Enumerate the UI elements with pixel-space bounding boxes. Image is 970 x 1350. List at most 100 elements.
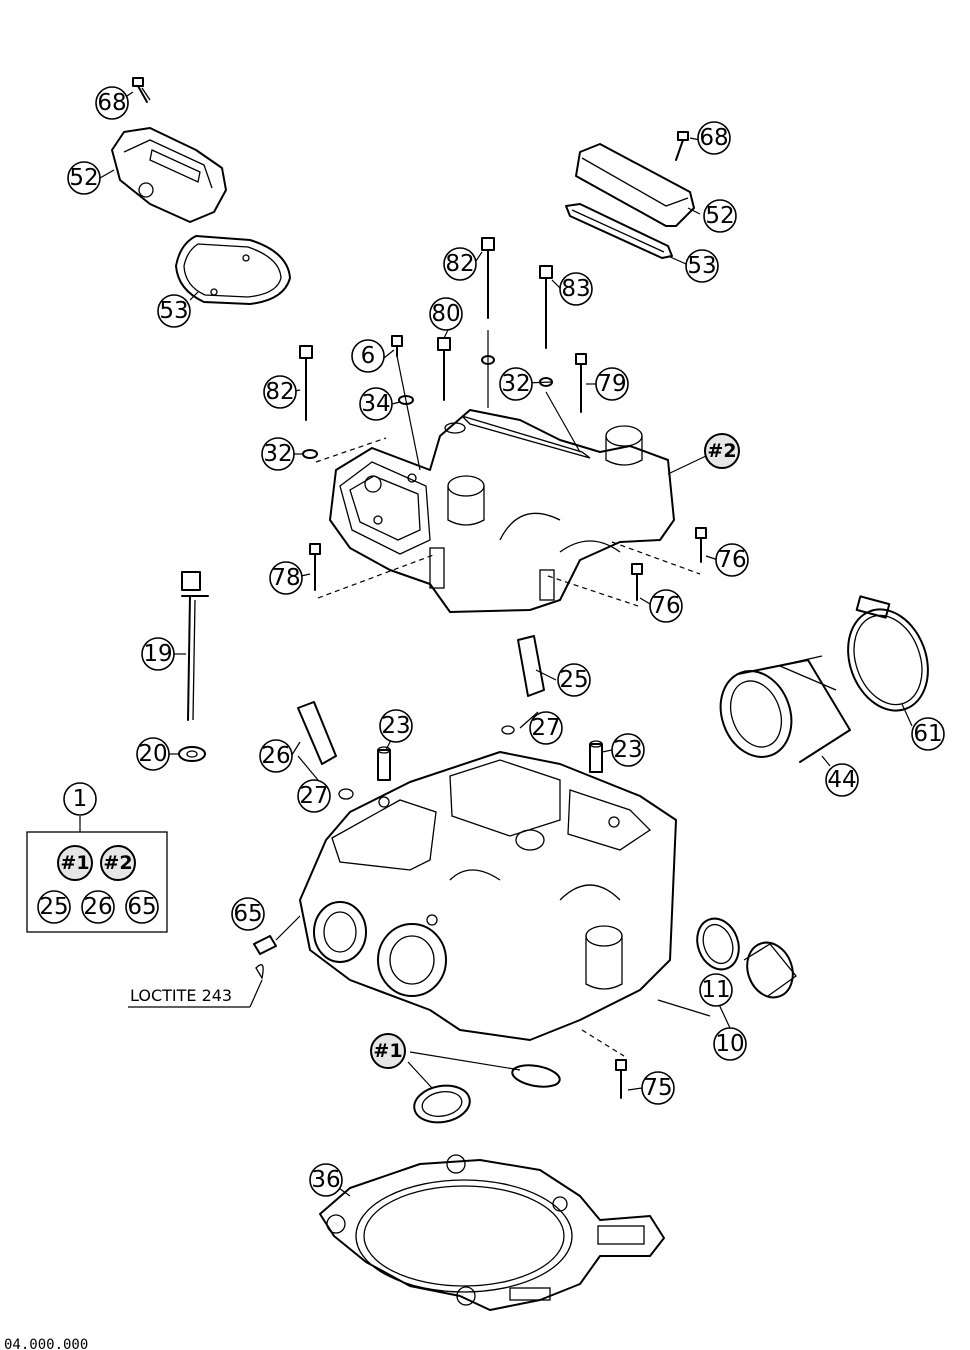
- svg-text:83: 83: [561, 276, 590, 302]
- kit-subassembly-1: #1: [57, 845, 93, 881]
- callout-44: 44: [825, 763, 859, 797]
- svg-text:#1: #1: [60, 852, 89, 874]
- svg-text:6: 6: [361, 343, 376, 369]
- svg-text:53: 53: [159, 298, 188, 324]
- bolt-80: [437, 337, 451, 401]
- svg-text:23: 23: [613, 737, 642, 763]
- svg-text:27: 27: [299, 783, 328, 809]
- callout-68-right: 68: [697, 121, 731, 155]
- svg-text:20: 20: [138, 741, 167, 767]
- svg-text:80: 80: [431, 301, 460, 327]
- callout-27-upper: 27: [529, 711, 563, 745]
- bolt-78: [309, 543, 321, 591]
- svg-text:52: 52: [705, 203, 734, 229]
- svg-text:65: 65: [127, 894, 156, 920]
- callout-25-upper: 25: [557, 663, 591, 697]
- callout-53-right: 53: [685, 249, 719, 283]
- plug-65: [253, 935, 277, 980]
- callout-68-left: 68: [95, 86, 129, 120]
- callout-27-lower: 27: [297, 779, 331, 813]
- callout-1: 1: [63, 782, 97, 816]
- repair-kit-box: [26, 831, 168, 933]
- svg-text:32: 32: [263, 441, 292, 467]
- svg-text:79: 79: [597, 371, 626, 397]
- lead-75: [581, 1029, 625, 1057]
- callout-20: 20: [136, 737, 170, 771]
- svg-text:19: 19: [143, 641, 172, 667]
- svg-text:#2: #2: [103, 852, 132, 874]
- callout-75: 75: [641, 1071, 675, 1105]
- svg-text:65: 65: [233, 901, 262, 927]
- bolt-76-left: [631, 563, 643, 601]
- dowel-23-right: [589, 740, 603, 773]
- kit-callout-65: 65: [125, 890, 159, 924]
- callout-11: 11: [699, 973, 733, 1007]
- callout-79: 79: [595, 367, 629, 401]
- callout-19: 19: [141, 637, 175, 671]
- svg-text:34: 34: [361, 391, 390, 417]
- svg-text:61: 61: [913, 721, 942, 747]
- callout-32-lower: 32: [261, 437, 295, 471]
- callout-78: 78: [269, 561, 303, 595]
- kit-subassembly-2: #2: [100, 845, 136, 881]
- svg-text:25: 25: [559, 667, 588, 693]
- bolt-6: [391, 335, 421, 471]
- callout-36: 36: [309, 1163, 343, 1197]
- callout-32-upper: 32: [499, 367, 533, 401]
- exhaust-ring-left: [413, 1084, 471, 1124]
- lead-76-left: [547, 575, 639, 607]
- svg-text:10: 10: [715, 1031, 744, 1057]
- callout-76-right: 76: [715, 543, 749, 577]
- bolt-83: [539, 265, 581, 453]
- callout-80: 80: [429, 297, 463, 331]
- lead-76-right: [611, 541, 701, 575]
- callout-23-right: 23: [611, 733, 645, 767]
- svg-text:27: 27: [531, 715, 560, 741]
- svg-text:76: 76: [717, 547, 746, 573]
- svg-text:76: 76: [651, 593, 680, 619]
- svg-text:78: 78: [271, 565, 300, 591]
- callout-6: 6: [351, 339, 385, 373]
- clamp-61: [847, 595, 929, 712]
- subassembly-2-callout: #2: [704, 433, 740, 469]
- svg-text:11: 11: [701, 977, 730, 1003]
- fitting-10: [743, 941, 797, 999]
- gasket-53-left: [175, 235, 291, 305]
- subassembly-1-callout: #1: [370, 1033, 406, 1069]
- bolt-79: [575, 353, 587, 413]
- valve-cover-right: [575, 143, 695, 227]
- screw-68-right: [675, 131, 689, 161]
- callout-52-right: 52: [703, 199, 737, 233]
- ring-27-lower: [338, 788, 354, 800]
- svg-text:#1: #1: [373, 1040, 402, 1062]
- svg-text:82: 82: [265, 379, 294, 405]
- washer-32-upper: [481, 355, 495, 365]
- loctite-note: LOCTITE 243: [130, 986, 232, 1005]
- head-gasket-36: [319, 1154, 665, 1311]
- svg-text:75: 75: [643, 1075, 672, 1101]
- callout-10: 10: [713, 1027, 747, 1061]
- svg-text:1: 1: [73, 786, 88, 812]
- drawing-reference-code: 04.000.000: [4, 1337, 88, 1350]
- lead-78: [317, 553, 437, 599]
- svg-text:53: 53: [687, 253, 716, 279]
- valve-guide-26: [297, 701, 337, 765]
- cylinder-head: [299, 751, 677, 1041]
- callout-82-lower: 82: [263, 375, 297, 409]
- callout-82-upper: 82: [443, 247, 477, 281]
- bolt-76-right: [695, 527, 707, 563]
- bolt-82-lower: [299, 345, 313, 421]
- callout-76-left: 76: [649, 589, 683, 623]
- svg-text:82: 82: [445, 251, 474, 277]
- washer-20: [178, 746, 206, 762]
- kit-callout-25: 25: [37, 890, 71, 924]
- exhaust-ring-right: [511, 1064, 561, 1088]
- valve-cover-left: [111, 127, 227, 223]
- svg-text:26: 26: [261, 743, 290, 769]
- dowel-23-left: [377, 746, 391, 781]
- callout-83: 83: [559, 272, 593, 306]
- o-ring-11: [696, 917, 740, 971]
- svg-text:52: 52: [69, 165, 98, 191]
- svg-text:68: 68: [97, 90, 126, 116]
